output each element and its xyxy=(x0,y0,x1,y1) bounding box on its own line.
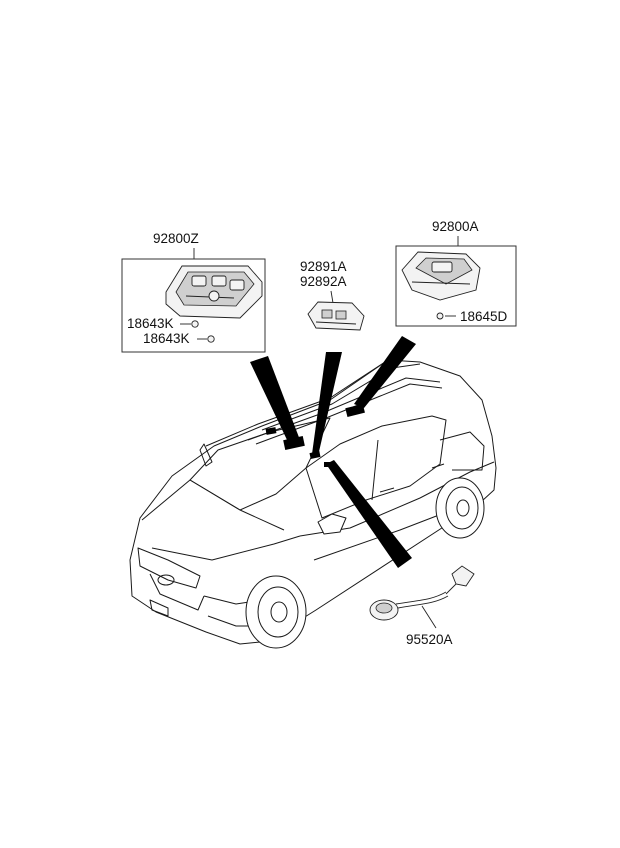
group-95520A: 95520A xyxy=(369,565,475,647)
leader-92891A xyxy=(330,290,334,304)
label-92800Z[interactable]: 92800Z xyxy=(153,231,199,246)
map-lamp-92891A[interactable] xyxy=(307,301,365,331)
bulb-18643K-upper[interactable] xyxy=(191,320,199,328)
leader-95520A xyxy=(421,605,437,629)
sensor-95520A[interactable] xyxy=(369,565,475,621)
label-92892A[interactable]: 92892A xyxy=(300,274,347,289)
leader-wedges xyxy=(250,336,416,568)
bulb-18643K-lower[interactable] xyxy=(207,335,215,343)
front-wheel xyxy=(245,575,307,649)
label-95520A[interactable]: 95520A xyxy=(406,632,453,647)
side-mirror xyxy=(317,513,347,535)
group-92800A: 92800A 18645D xyxy=(395,219,517,327)
wedge-92800Z xyxy=(250,356,300,442)
box-92800Z xyxy=(121,258,266,353)
label-92800A[interactable]: 92800A xyxy=(432,219,479,234)
group-92891A: 92891A 92892A xyxy=(300,259,365,331)
box-92800A xyxy=(395,245,517,327)
label-18643K-lower[interactable]: 18643K xyxy=(143,331,190,346)
wedge-92891A xyxy=(312,352,342,456)
wedge-95520A xyxy=(326,460,412,568)
label-18645D[interactable]: 18645D xyxy=(460,309,508,324)
bulb-18645D[interactable] xyxy=(436,312,444,320)
roof-position-92800A xyxy=(345,403,365,418)
label-92891A[interactable]: 92891A xyxy=(300,259,347,274)
label-18643K-upper[interactable]: 18643K xyxy=(127,316,174,331)
vehicle-suv xyxy=(129,359,497,649)
group-92800Z: 92800Z 18643K 18643K xyxy=(121,231,266,353)
rear-wheel xyxy=(435,477,485,539)
wedge-92800A xyxy=(354,336,416,408)
room-lamp-92800A[interactable] xyxy=(401,251,481,301)
overhead-console-lamp-92800Z[interactable] xyxy=(165,265,263,319)
